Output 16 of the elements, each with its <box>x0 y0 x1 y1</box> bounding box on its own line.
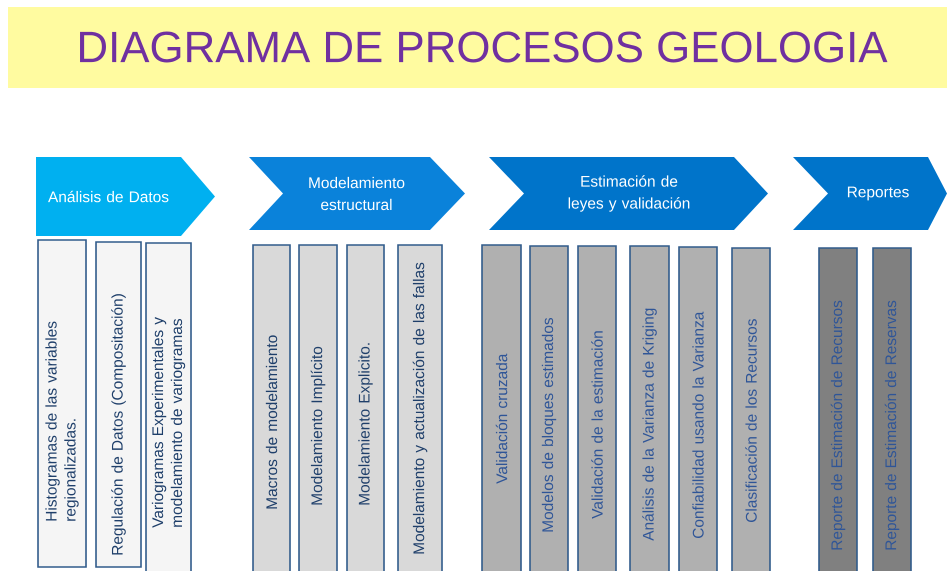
step-bar: Regulación de Datos (Compositación) <box>95 241 142 568</box>
step-bar: Clasificación de los Recursos <box>731 247 771 571</box>
step-bar: Confiabilidad usando la Varianza <box>678 246 718 571</box>
step-bar: Modelamiento Explicito. <box>346 244 385 571</box>
step-bar: Histogramas de las variables regionalizadas. <box>37 239 87 568</box>
step-bar: Reporte de Estimación de Reservas <box>872 247 912 571</box>
step-bar: Modelamiento Implícito <box>298 244 338 571</box>
step-bar: Validación cruzada <box>481 244 522 571</box>
step-bar: Macros de modelamiento <box>252 244 291 571</box>
step-bar: Modelos de bloques estimados <box>529 245 569 571</box>
step-bar: Variogramas Experimentales y modelamiento de variogramas <box>145 242 192 571</box>
step-bar: Análisis de la Varianza de Kriging <box>629 245 670 571</box>
step-bar: Modelamiento y actualización de las fallas <box>397 244 443 571</box>
step-bar: Reporte de Estimación de Recursos <box>818 247 858 571</box>
step-bar: Validación de la estimación <box>577 245 617 571</box>
title-banner: DIAGRAMA DE PROCESOS GEOLOGIA <box>8 7 947 88</box>
